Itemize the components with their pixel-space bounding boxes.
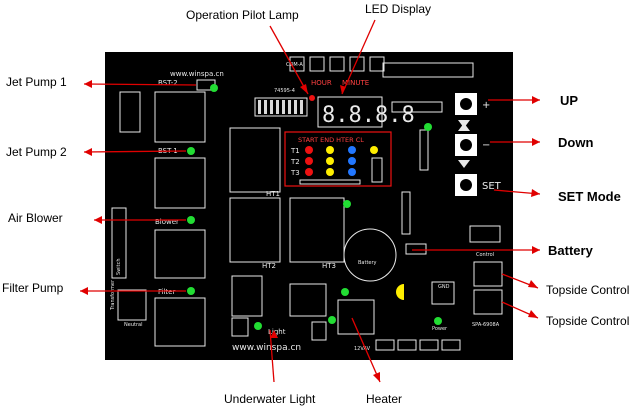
- ht1-label: HT1: [266, 190, 280, 198]
- label-operation-pilot-lamp: Operation Pilot Lamp: [186, 8, 299, 22]
- light-label: Light: [268, 328, 286, 336]
- blower-label: Blower: [155, 218, 179, 226]
- power-label: Power: [432, 326, 448, 332]
- light-connector: [311, 321, 327, 341]
- ic-label: 74595-4: [274, 88, 295, 94]
- blower-relay: [154, 229, 206, 279]
- filter-relay: [154, 297, 206, 347]
- battery-holder: Battery: [343, 228, 412, 300]
- label-led-display: LED Display: [365, 2, 432, 16]
- board-url-bottom: www.winspa.cn: [232, 343, 301, 353]
- ic-pins: [258, 100, 303, 114]
- row-t2-label: T2: [290, 158, 300, 166]
- seven-segment-display: 8.8.8.8: [317, 96, 415, 128]
- filter-label: Filter: [158, 288, 175, 296]
- neutral-label: Neutral: [124, 322, 142, 328]
- status-led: [424, 123, 432, 131]
- label-set-mode: SET Mode: [558, 189, 621, 204]
- hour-label: HOUR: [311, 79, 332, 87]
- top-connectors: [111, 56, 474, 321]
- gnd-label: GND: [438, 284, 450, 290]
- right-resistor-3: [401, 191, 411, 235]
- label-up: UP: [560, 93, 579, 108]
- label-topside-control-2: Topside Control: [546, 314, 630, 328]
- control-connector: [469, 225, 501, 243]
- bottom-status-led: [341, 288, 349, 296]
- callout-arrows: [80, 19, 541, 383]
- row-t1-label: T1: [290, 147, 300, 155]
- up-arrow-icon: [458, 120, 470, 131]
- heater-relay: [337, 299, 375, 335]
- voltage-label: 12VAV: [354, 346, 371, 352]
- underwater-light-led: [328, 316, 336, 324]
- operation-pilot-lamp-led: [309, 95, 315, 101]
- battery-board-label: Battery: [358, 260, 377, 266]
- set-button[interactable]: [455, 174, 477, 196]
- label-jet-pump-1: Jet Pump 1: [6, 75, 67, 89]
- right-resistor-4: [405, 243, 427, 255]
- ht3-label: HT3: [322, 262, 336, 270]
- down-arrow-icon: [458, 160, 470, 168]
- board-url-top: www.winspa.cn: [170, 70, 224, 78]
- row-t3-label: T3: [290, 169, 300, 177]
- bottom-terminals: [375, 339, 461, 351]
- spa-model-label: SPA-6908A: [472, 322, 500, 328]
- light-fuse: [231, 317, 249, 337]
- ht2-relay: [229, 197, 281, 263]
- minus-sign: −: [482, 140, 490, 151]
- ht3-relay: [289, 197, 345, 263]
- bst1-relay: [154, 157, 206, 209]
- right-resistor-2: [419, 129, 429, 171]
- plus-sign: +: [482, 100, 490, 111]
- down-button[interactable]: [455, 134, 477, 156]
- gnd-terminal: [431, 281, 455, 305]
- pcb-board: [105, 52, 513, 360]
- ht1-relay: [229, 127, 281, 193]
- timer-led-table: START END HTER CL T1 T2 T3: [284, 131, 392, 187]
- label-underwater-light: Underwater Light: [224, 392, 316, 406]
- bst2-led: [210, 84, 218, 92]
- ic-chip: [254, 97, 308, 117]
- label-air-blower: Air Blower: [8, 211, 63, 225]
- switch-label: Switch: [116, 258, 122, 275]
- label-filter-pump: Filter Pump: [2, 281, 64, 295]
- light-led: [254, 322, 262, 330]
- label-topside-control-1: Topside Control: [546, 283, 630, 297]
- power-led: [434, 317, 442, 325]
- bst1-led: [187, 147, 195, 155]
- label-down: Down: [558, 135, 594, 150]
- timer-table-header: START END HTER CL: [298, 136, 364, 144]
- heater-led: [343, 200, 351, 208]
- label-battery: Battery: [548, 243, 593, 258]
- right-resistor-1: [391, 101, 443, 113]
- heater-transformer: [289, 283, 327, 317]
- set-label-board: SET: [482, 181, 502, 192]
- up-button[interactable]: [455, 93, 477, 115]
- bst2-label: BST-2: [158, 79, 178, 87]
- light-transformer: [231, 275, 263, 317]
- com-label: COM-A: [286, 62, 303, 68]
- bst2-relay: [154, 91, 206, 143]
- blower-led: [187, 216, 195, 224]
- label-heater: Heater: [366, 392, 403, 406]
- minute-label: MINUTE: [342, 79, 369, 87]
- ht2-label: HT2: [262, 262, 276, 270]
- label-jet-pump-2: Jet Pump 2: [6, 145, 67, 159]
- svg-text:8.8.8.8: 8.8.8.8: [322, 103, 415, 128]
- control-label: Control: [476, 252, 494, 258]
- transformer-label: Transformer: [110, 279, 116, 311]
- filter-led: [187, 287, 195, 295]
